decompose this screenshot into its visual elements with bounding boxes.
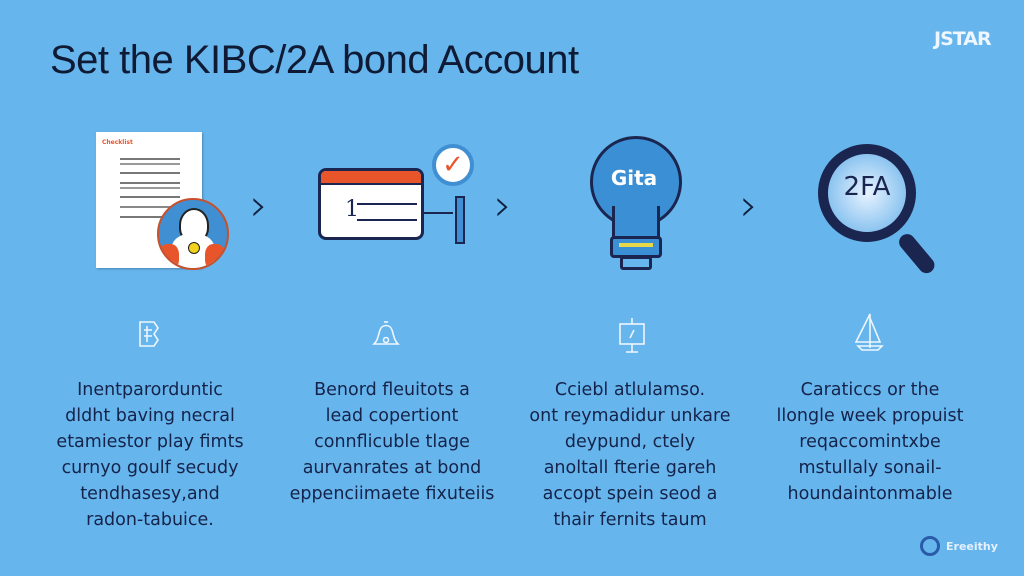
desc-line: anoltall fterie gareh [543,458,717,478]
lightbulb-icon: Gita [588,136,684,272]
desc-line: llongle week propuist [776,406,964,426]
desc-line: etamiestor play fimts [56,432,244,452]
bell-icon [372,321,400,345]
sailboat-icon [854,313,884,351]
brand-name: Ereeithy [946,539,998,553]
desc-line: dldht baving necral [65,406,235,426]
desc-line: thair fernits taum [553,510,707,530]
ring-logo-icon [920,536,940,556]
desc-line: Inentparorduntic [77,380,223,400]
desc-line: accopt spein seod a [542,484,718,504]
scroll-icon [139,321,159,347]
form-checkmark-icon: 1 ✓ [318,142,478,244]
desc-line: tendhasesy,and [80,484,220,504]
document-heading: Checklist [102,139,133,146]
monitor-icon [619,318,645,353]
chevron-right-icon: › [494,180,512,231]
desc-line: Cciebl atlulamso. [554,380,706,400]
desc-line: deypund, ctely [564,432,696,452]
desc-line: reqaccomintxbe [799,432,941,452]
desc-line: eppenciimaete fixuteiis [289,484,495,504]
desc-line: radon-tabuice. [86,510,214,530]
step-2-description: Benord fleuitots a lead copertiont connf… [272,377,512,507]
desc-line: lead copertiont [325,406,459,426]
lens-label: 2FA [843,172,891,202]
desc-line: Benord fleuitots a [314,380,470,400]
desc-line: houndaintonmable [787,484,953,504]
desc-line: curnyo goulf secudy [61,458,239,478]
bulb-label: Gita [610,166,658,190]
chevron-right-icon: › [740,180,758,231]
desc-line: ont reymadidur unkare [529,406,731,426]
step-1-description: Inentparorduntic dldht baving necral eta… [30,377,270,533]
desc-line: mstullaly sonail- [798,458,942,478]
page-title: Set the KIBC/2A bond Account [50,38,579,82]
magnifier-icon: 2FA [818,144,938,280]
desc-line: aurvanrates at bond [302,458,482,478]
brand-watermark: Ereeithy [920,536,998,556]
desc-line: connflicuble tlage [314,432,470,452]
step-3-description: Cciebl atlulamso. ont reymadidur unkare … [510,377,750,533]
logo: JSTAR [934,28,992,50]
chevron-right-icon: › [250,180,268,231]
step-4-description: Caraticcs or the llongle week propuist r… [750,377,990,507]
desc-line: Caraticcs or the [800,380,940,400]
document-avatar-icon: Checklist [96,132,231,272]
